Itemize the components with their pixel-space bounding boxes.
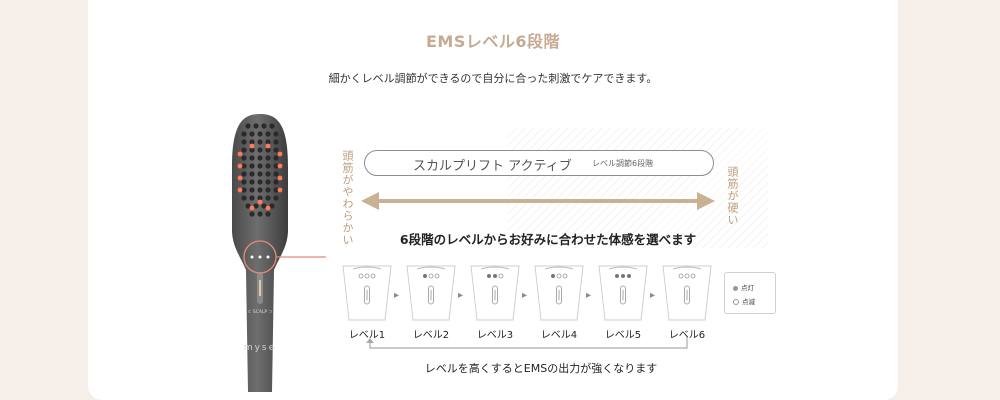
arrow-right-icon: ▸	[650, 290, 656, 301]
level-label: レベル1	[348, 330, 386, 341]
mode-sub: レベル調節6段階	[592, 159, 654, 168]
level-diagram	[597, 264, 649, 322]
footer-note: レベルを高くするとEMSの出力が強くなります	[424, 362, 658, 375]
level-diagram	[469, 264, 521, 322]
legend-on: 点灯	[733, 282, 754, 292]
level-diagram	[341, 264, 393, 322]
scale-label-soft: 頭筋がやわらかい	[341, 150, 354, 246]
double-arrow-icon	[361, 192, 715, 210]
led-lights	[237, 143, 283, 211]
return-arrow-icon	[366, 338, 688, 349]
device-brand: myse	[244, 343, 276, 353]
level-label: レベル5	[604, 330, 642, 341]
level-label: レベル6	[668, 330, 706, 341]
arrow-right-icon: ▸	[394, 290, 400, 301]
mode-pill: スカルプリフト アクティブ レベル調節6段階	[364, 150, 714, 176]
device-button-label: ⊂ SCALP ⊃	[248, 309, 273, 315]
legend-blink: 点滅	[733, 296, 755, 306]
level-diagram	[533, 264, 585, 322]
ems-levels-card: EMSレベル6段階 細かくレベル調節ができるので自分に合った刺激でケアできます。…	[88, 0, 898, 400]
bristle-dots	[241, 123, 279, 217]
scalp-device-illustration: ⊂ SCALP ⊃ myse	[232, 114, 288, 392]
dot-outline-icon	[733, 299, 739, 305]
section-title: EMSレベル6段階	[425, 32, 560, 51]
mode-name: スカルプリフト アクティブ	[413, 159, 572, 174]
section-subtitle: 細かくレベル調節ができるので自分に合った刺激でケアできます。	[328, 72, 658, 85]
level-diagram	[405, 264, 457, 322]
arrow-right-icon: ▸	[522, 290, 528, 301]
level-label: レベル4	[540, 330, 578, 341]
dot-filled-icon	[733, 285, 738, 291]
hatched-background	[508, 128, 768, 248]
button-callout	[243, 240, 326, 274]
legend-box: 点灯 点滅	[724, 272, 776, 314]
arrow-right-icon: ▸	[586, 290, 592, 301]
level-label: レベル2	[412, 330, 450, 341]
level-diagram	[661, 264, 713, 322]
headline: 6段階のレベルからお好みに合わせた体感を選べます	[399, 232, 697, 247]
scale-label-hard: 頭筋が硬い	[726, 166, 739, 226]
arrow-right-icon: ▸	[458, 290, 464, 301]
level-label: レベル3	[476, 330, 514, 341]
